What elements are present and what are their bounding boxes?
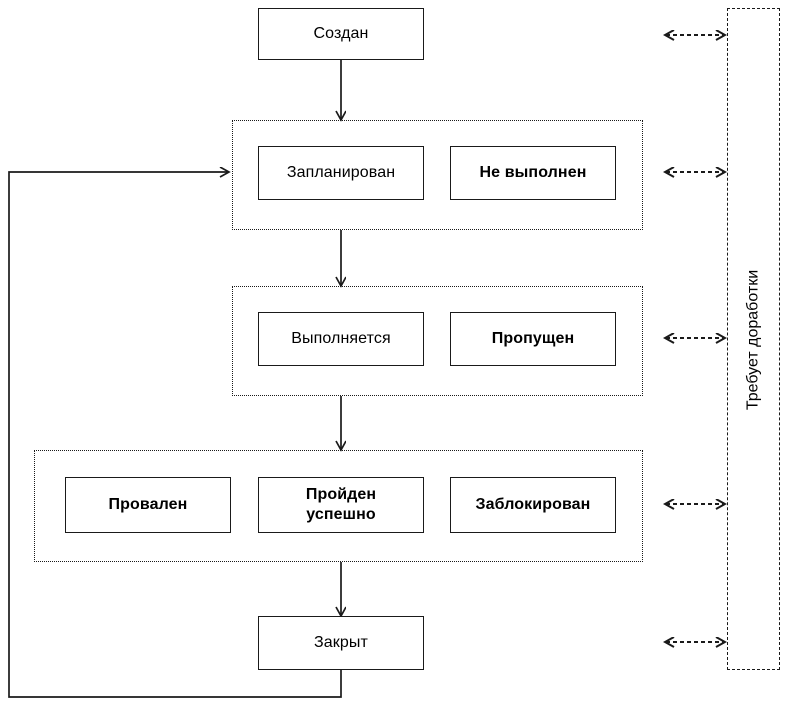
state-node-planned[interactable]: Запланирован [258, 146, 424, 200]
feedback-loop-path [8, 172, 342, 698]
state-node-not-done[interactable]: Не выполнен [450, 146, 616, 200]
rework-container [727, 8, 780, 670]
state-node-closed[interactable]: Закрыт [258, 616, 424, 670]
rework-link-group [666, 35, 724, 642]
rework-label: Требует доработки [744, 269, 762, 411]
state-node-in-progress[interactable]: Выполняется [258, 312, 424, 366]
state-node-passed[interactable]: Пройден успешно [258, 477, 424, 533]
state-node-failed[interactable]: Провален [65, 477, 231, 533]
state-node-created[interactable]: Создан [258, 8, 424, 60]
group-planned-states [232, 120, 643, 230]
state-node-blocked[interactable]: Заблокирован [450, 477, 616, 533]
group-progress-states [232, 286, 643, 396]
state-node-skipped[interactable]: Пропущен [450, 312, 616, 366]
